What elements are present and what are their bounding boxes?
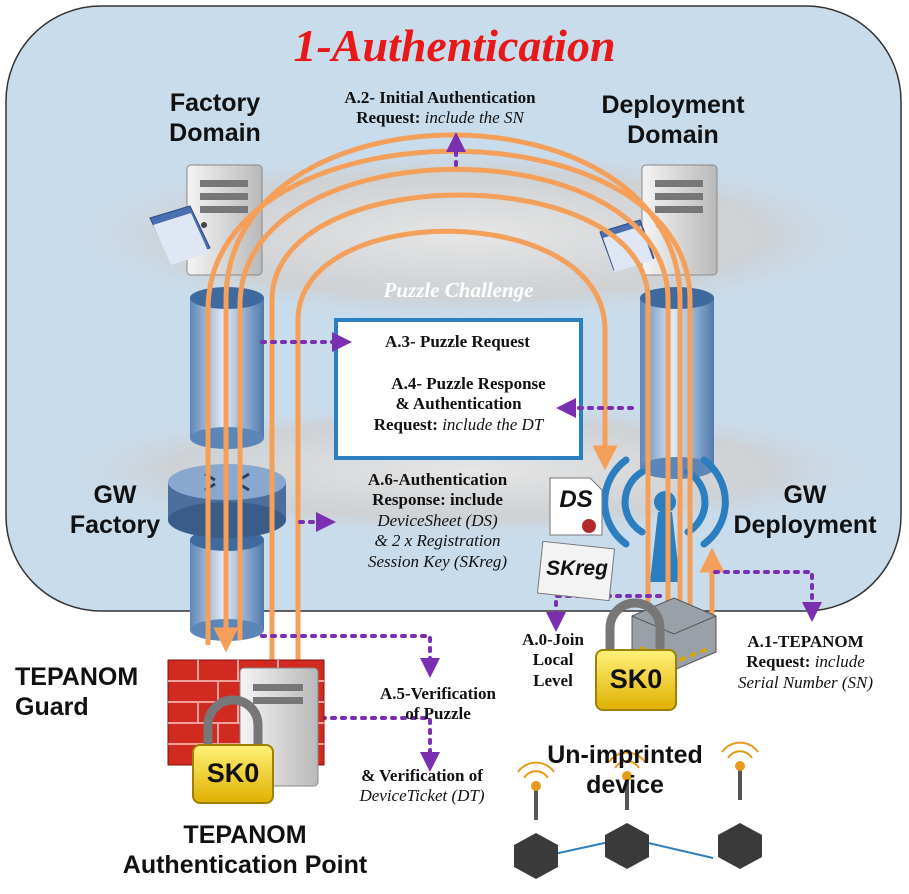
sensor-node-right (718, 741, 762, 869)
antenna-mast (650, 512, 680, 582)
step-a2-line2-italic: include the SN (424, 108, 524, 128)
deployment-domain-line2: Domain (627, 121, 719, 149)
gw-factory-label: GW Factory (45, 480, 185, 540)
deployment-cylinder (640, 287, 714, 479)
tepanom-ap-line1: TEPANOM (183, 821, 307, 849)
puzzle-challenge-label: Puzzle Challenge (383, 278, 534, 302)
step-a5-line4: DeviceTicket (DT) (359, 786, 485, 806)
sensor-network (514, 741, 762, 879)
step-a5-continued: & Verification of DeviceTicket (DT) (322, 766, 522, 807)
step-a0-line3: Level (533, 670, 573, 690)
step-a6-line5: Session Key (SKreg) (367, 551, 508, 571)
step-a4-line3: Request: include the DT (336, 415, 581, 435)
gw-factory-line2: Factory (69, 511, 161, 539)
step-a1-line2-prefix: Request: (746, 652, 815, 672)
step-a6-line2: Response: include (372, 490, 503, 510)
unimprinted-line2: device (586, 771, 664, 799)
step-a2-line2-prefix: Request: (356, 108, 425, 128)
diagram-title: 1-Authentication (293, 20, 616, 71)
gw-deployment-label: GW Deployment (715, 480, 895, 540)
deployment-domain-label: Deployment Domain (578, 90, 768, 150)
deployment-domain-line1: Deployment (601, 91, 745, 119)
tepanom-guard-line1: TEPANOM (15, 663, 139, 691)
step-a5-line2: of Puzzle (405, 704, 471, 724)
factory-domain-label: Factory Domain (140, 88, 290, 148)
ds-document-label: DS (559, 486, 593, 513)
sensor-node-middle (605, 751, 649, 869)
tepanom-guard-line2: Guard (15, 693, 89, 721)
step-a6-line1: A.6-Authentication (367, 470, 508, 489)
step-a4-line3-italic: include the DT (442, 414, 544, 434)
skreg-document-icon (536, 540, 616, 602)
step-a0-line1: A.0-Join (522, 630, 584, 649)
device-sk0-label: SK0 (609, 664, 663, 694)
gw-deployment-line2: Deployment (733, 511, 877, 539)
step-a4-line2: & Authentication (395, 394, 522, 414)
unimprinted-line1: Un-imprinted (547, 741, 703, 769)
tepanom-ap-label: TEPANOM Authentication Point (100, 820, 390, 880)
step-a1-line1: A.1-TEPANOM (747, 632, 864, 651)
guard-padlock-icon (192, 695, 274, 804)
step-a5-label: A.5-Verification of Puzzle (368, 684, 508, 725)
step-a6-label: A.6-Authentication Response: include Dev… (330, 470, 545, 572)
step-a4-line1: A.4- Puzzle Response (391, 374, 546, 393)
factory-book-icon (149, 205, 211, 265)
step-a1-line2-italic: include (814, 652, 865, 672)
step-a1-line3: Serial Number (SN) (737, 672, 874, 692)
step-a6-line4: & 2 x Registration (374, 531, 501, 551)
step-a2-line2: Request: include the SN (300, 108, 580, 128)
step-a6-line3: DeviceSheet (DS) (377, 510, 498, 530)
step-a4-line3-prefix: Request: (373, 414, 443, 434)
gw-factory-line1: GW (93, 481, 137, 509)
ds-document-icon (549, 477, 603, 536)
step-a0-line2: Local (532, 650, 574, 670)
step-a2-line1: A.2- Initial Authentication (344, 88, 536, 107)
puzzle-box (334, 318, 583, 460)
unimprinted-device-label: Un-imprinted device (525, 740, 725, 800)
step-a3-label: A.3- Puzzle Request (385, 332, 530, 351)
factory-domain-line2: Domain (169, 119, 261, 147)
sensor-node-left (514, 761, 558, 879)
skreg-document-label: SKreg (546, 557, 608, 580)
guard-sk0-label: SK0 (206, 758, 260, 788)
step-a0-label: A.0-Join Local Level (498, 630, 608, 691)
device-padlock-icon (595, 598, 677, 711)
antenna-node (654, 491, 676, 513)
step-a4-label: A.4- Puzzle Response & Authentication Re… (336, 374, 581, 435)
step-a1-line2: Request: include (708, 652, 903, 672)
step-a5-line3: & Verification of (361, 766, 483, 785)
step-a5-line1: A.5-Verification (380, 684, 496, 703)
factory-domain-line1: Factory (169, 89, 261, 117)
tepanom-guard-label: TEPANOM Guard (15, 662, 165, 722)
message-arrows (260, 132, 822, 772)
step-a1-label: A.1-TEPANOM Request: include Serial Numb… (708, 632, 903, 693)
gw-deployment-line1: GW (783, 481, 827, 509)
step-a2-label: A.2- Initial Authentication Request: inc… (300, 88, 580, 129)
tepanom-ap-line2: Authentication Point (122, 851, 368, 879)
